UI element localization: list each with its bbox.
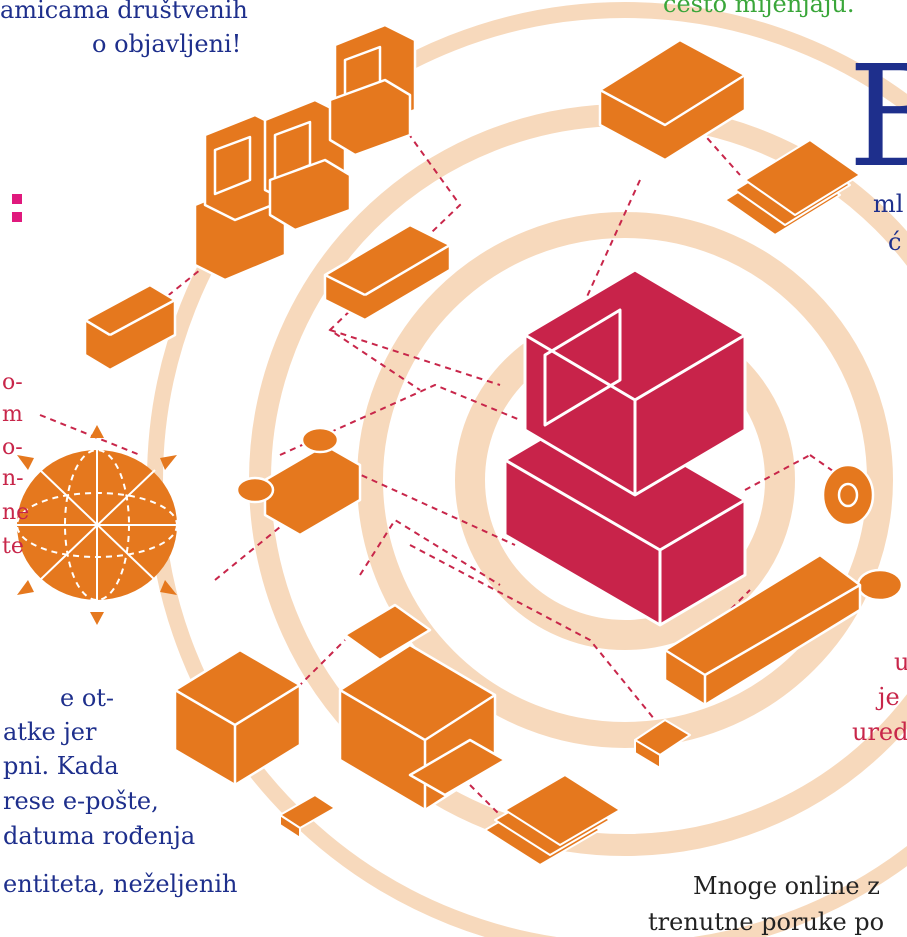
paper-stack-bottom-icon (484, 774, 621, 866)
keyboard-icon (663, 553, 862, 707)
mouse-icon (856, 568, 904, 602)
left-red-fragment: te (2, 534, 24, 559)
left-paragraph-line: datuma rođenja (3, 822, 196, 850)
connector-router (329, 329, 501, 386)
floppy-disk-right-icon (634, 719, 691, 769)
floppy-disk-icon (279, 794, 336, 839)
paper-stack-icon (724, 139, 861, 236)
connector-cd-b (744, 454, 811, 491)
left-paragraph-line: e ot- (60, 684, 115, 712)
left-red-fragment: ne (2, 500, 30, 525)
ring-inner-2 (357, 212, 893, 748)
top-left-line-2: o objavljeni! (92, 30, 242, 58)
bottom-right-line-1: Mnoge online z (693, 872, 880, 900)
modem-icon (83, 283, 177, 372)
top-right-line-1: često mijenjaju. (663, 0, 855, 18)
left-red-fragment: o- (2, 435, 23, 460)
left-red-fragment: m (2, 402, 23, 427)
connector-globe (39, 414, 141, 456)
left-red-fragment: n- (2, 466, 24, 491)
left-paragraph-line: entiteta, neželjenih (3, 870, 238, 898)
left-paragraph-line: atke jer (3, 718, 97, 746)
top-left-line-1: amicama društvenih (0, 0, 248, 24)
left-paragraph-line: pni. Kada (3, 752, 119, 780)
right-red-fragment: u (894, 648, 907, 676)
connector-fax (214, 468, 516, 581)
cd-disc-icon (821, 463, 875, 527)
fax-machine-icon (173, 648, 302, 787)
connector-scanner-b (564, 179, 641, 346)
globe-icon (16, 449, 178, 601)
magenta-bullets (12, 194, 22, 222)
right-red-fragment: ured (852, 718, 907, 746)
left-paragraph-line: rese e-pošte, (3, 787, 159, 815)
left-red-fragment: o- (2, 370, 23, 395)
telephone-icon (235, 426, 362, 537)
scanner-icon (598, 38, 747, 162)
bottom-right-line-2: trenutne poruke po (648, 908, 885, 936)
drop-cap-line-2: ć (888, 228, 902, 256)
printer-icon (338, 603, 507, 812)
connector-printer-a (359, 518, 501, 586)
router-icon (323, 223, 452, 322)
globe-rays (17, 425, 177, 625)
drop-cap-letter: B (848, 36, 907, 199)
right-red-fragment: je (878, 683, 900, 711)
central-computer-icon (503, 268, 747, 627)
drop-cap-line-1: ml (873, 190, 904, 218)
server-stack-icon (193, 23, 417, 282)
connector-printer-b (409, 544, 656, 721)
